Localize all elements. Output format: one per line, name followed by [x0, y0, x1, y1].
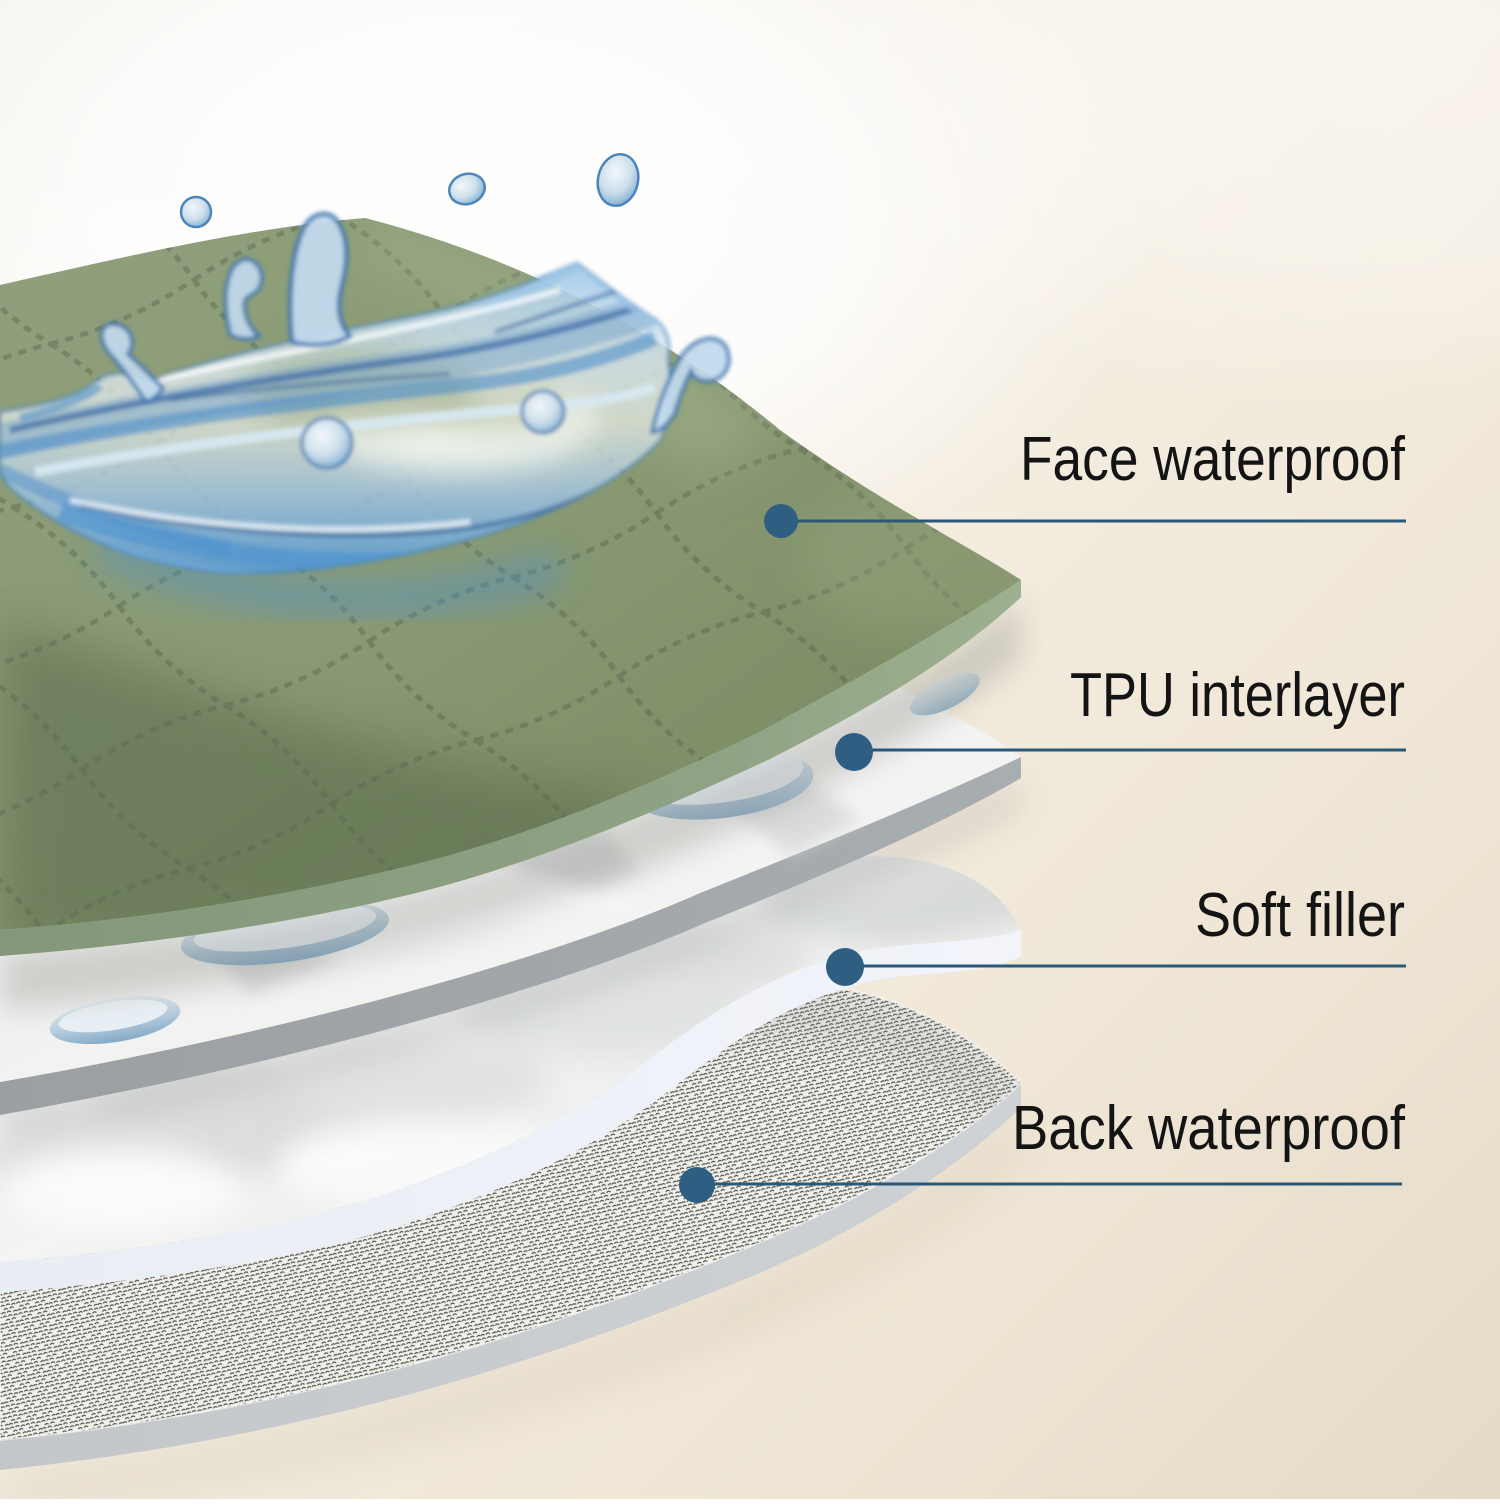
svg-text:Face waterproof: Face waterproof [1020, 425, 1406, 494]
svg-text:TPU interlayer: TPU interlayer [1070, 661, 1405, 730]
svg-text:Back waterproof: Back waterproof [1012, 1094, 1406, 1163]
svg-text:Soft filler: Soft filler [1195, 881, 1405, 950]
